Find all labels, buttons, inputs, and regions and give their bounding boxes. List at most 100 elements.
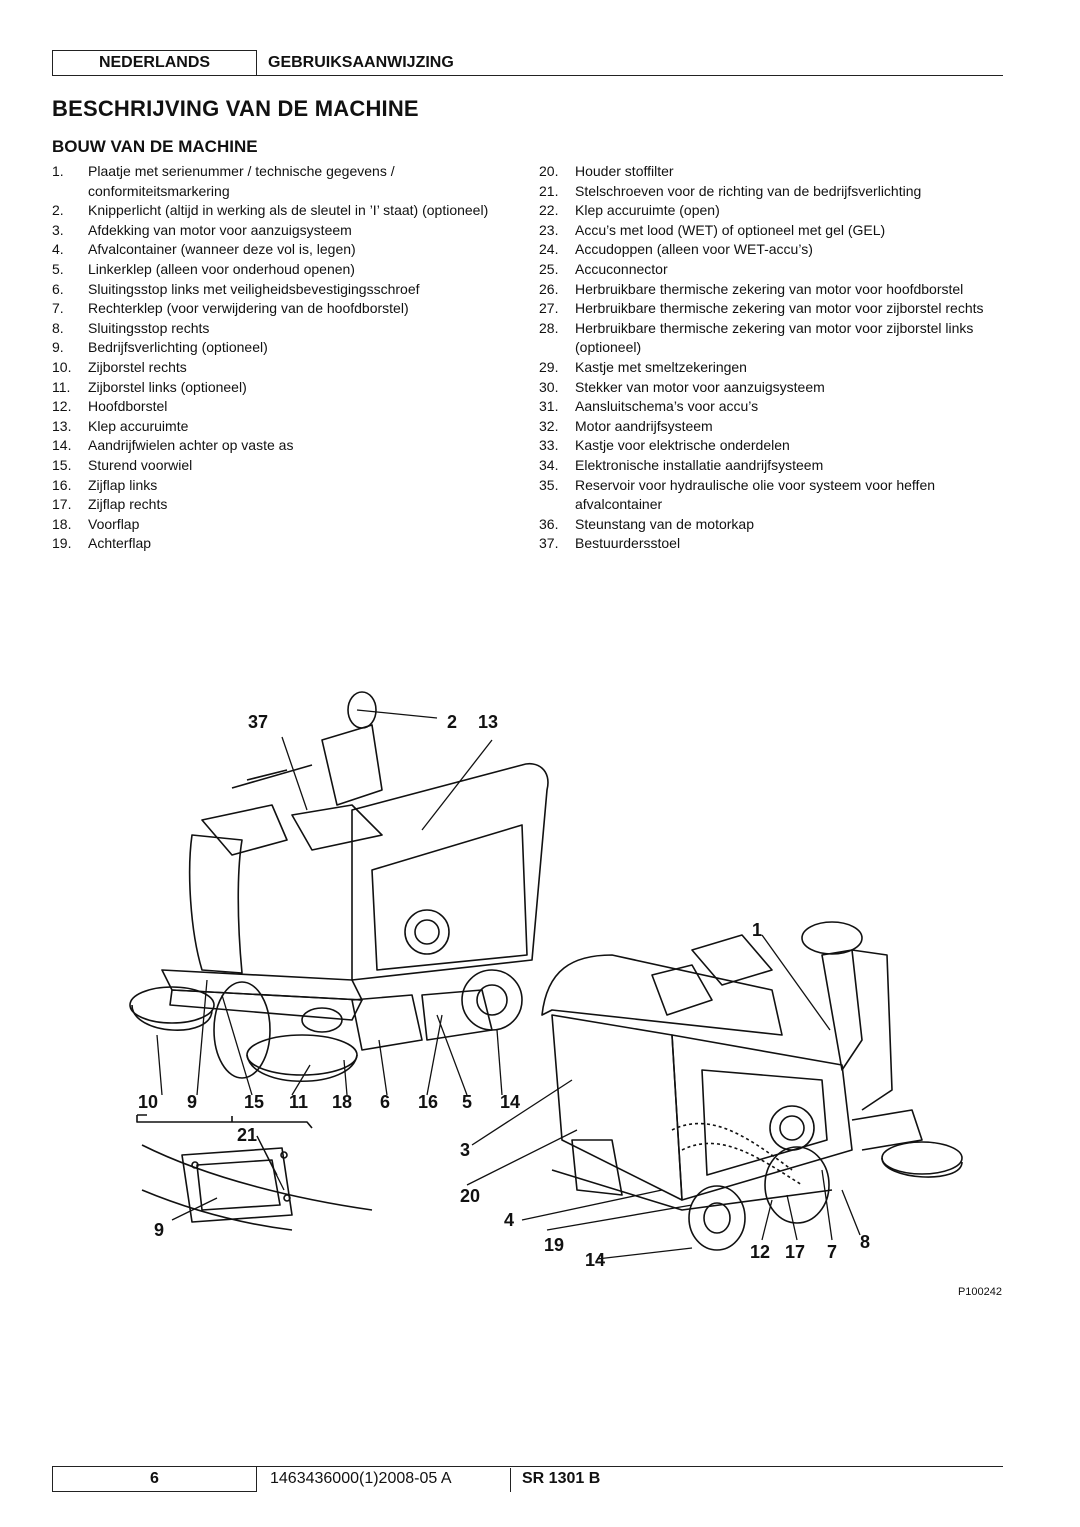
parts-list-item: 32.Motor aandrijfsysteem: [539, 417, 1009, 437]
callout-label: 7: [827, 1242, 837, 1262]
item-text: Zijflap links: [88, 476, 158, 493]
document-code: 1463436000(1)2008-05 A: [270, 1470, 452, 1487]
item-text: Reservoir voor hydraulische olie voor sy…: [575, 476, 936, 513]
item-number: 10.: [52, 358, 72, 375]
language-label: NEDERLANDS: [52, 50, 257, 76]
figure-reference: P100242: [957, 1286, 1002, 1298]
item-number: 14.: [52, 437, 72, 454]
callout-label: 8: [860, 1232, 870, 1252]
parts-list-item: 17. Zijflap rechts: [52, 495, 492, 515]
model-name: SR 1301 B: [522, 1470, 601, 1487]
callout-label: 10: [138, 1092, 158, 1112]
parts-list-item: 4.Afvalcontainer (wanneer deze vol is, l…: [52, 240, 492, 260]
item-text: Hoofdborstel: [88, 398, 168, 415]
parts-list-item: 9.Bedrijfsverlichting (optioneel): [52, 338, 492, 358]
item-number: 6.: [52, 280, 64, 297]
item-text: Accudoppen (alleen voor WET-accu’s): [575, 241, 813, 258]
item-number: 37.: [539, 535, 559, 552]
item-text: Bestuurdersstoel: [575, 535, 681, 552]
item-text: Sluitingsstop rechts: [88, 319, 210, 336]
machine-drawing: 37 2 13 10 9 15 11 18 6 16 5 14 21 9 1 3…: [129, 691, 963, 1270]
callout-label: 19: [544, 1235, 564, 1255]
footer-separator: [510, 1468, 511, 1492]
parts-list-item: 2.Knipperlicht (altijd in werking als de…: [52, 201, 492, 221]
callout-label: 12: [750, 1242, 770, 1262]
item-number: 13.: [52, 417, 72, 434]
callout-label: 1: [752, 920, 762, 940]
callout-label: 9: [154, 1220, 164, 1240]
item-number: 21.: [539, 182, 559, 199]
item-number: 2.: [52, 202, 64, 219]
section-title: BOUW VAN DE MACHINE: [52, 137, 258, 156]
item-text: Zijflap rechts: [88, 496, 168, 513]
parts-list-item: 14. Aandrijfwielen achter op vaste as: [52, 436, 492, 456]
item-number: 30.: [539, 378, 559, 395]
callout-label: 4: [504, 1210, 514, 1230]
item-number: 35.: [539, 476, 559, 493]
parts-list-item: 15.Sturend voorwiel: [52, 456, 492, 476]
parts-list-item: 34. Elektronische installatie aandrijfsys…: [539, 456, 1009, 476]
parts-list-item: 26.Herbruikbare thermische zekering van …: [539, 280, 1009, 300]
item-number: 12.: [52, 398, 72, 415]
callout-label: 21: [237, 1125, 257, 1145]
machine-front-view: [129, 691, 549, 1083]
item-number: 31.: [539, 398, 559, 415]
item-number: 5.: [52, 260, 64, 277]
item-number: 36.: [539, 515, 559, 532]
parts-list-item: 3.Afdekking van motor voor aanzuigsystee…: [52, 221, 492, 241]
item-number: 3.: [52, 221, 64, 238]
callout-label: 6: [380, 1092, 390, 1112]
callout-label: 2: [447, 712, 457, 732]
parts-list-item: 16. Zijflap links: [52, 476, 492, 496]
parts-list-item: 33. Kastje voor elektrische onderdelen: [539, 436, 1009, 456]
item-number: 16.: [52, 476, 72, 493]
item-text: Sluitingsstop links met veiligheidsbeves…: [88, 280, 420, 297]
item-number: 11.: [52, 378, 71, 395]
item-number: 18.: [52, 515, 72, 532]
item-text: Accuconnector: [575, 260, 668, 277]
item-number: 28.: [539, 319, 559, 336]
item-text: Kastje voor elektrische onderdelen: [575, 437, 790, 454]
parts-list-item: 20. Houder stoffilter: [539, 162, 1009, 182]
parts-list-item: 1.Plaatje met serienummer / technische g…: [52, 162, 492, 201]
header-rule: [257, 75, 1003, 76]
item-text: Houder stoffilter: [575, 163, 674, 179]
parts-list-item: 18. Voorflap: [52, 515, 492, 535]
parts-list-item: 5. Linkerklep (alleen voor onderhoud open…: [52, 260, 492, 280]
item-number: 17.: [52, 496, 72, 513]
page-title: BESCHRIJVING VAN DE MACHINE: [52, 96, 419, 121]
callout-label: 3: [460, 1140, 470, 1160]
item-number: 23.: [539, 221, 559, 238]
item-text: Aandrijfwielen achter op vaste as: [88, 437, 294, 454]
item-text: Voorflap: [88, 515, 140, 532]
item-number: 33.: [539, 437, 559, 454]
item-text: Sturend voorwiel: [88, 456, 193, 473]
item-number: 29.: [539, 358, 559, 375]
callout-label: 15: [244, 1092, 264, 1112]
item-text: Linkerklep (alleen voor onderhoud openen…: [88, 260, 355, 277]
callout-label: 5: [462, 1092, 472, 1112]
parts-list-item: 35. Reservoir voor hydraulische olie voor…: [539, 476, 1009, 515]
item-text: Klep accuruimte (open): [575, 202, 720, 219]
callout-label: 37: [248, 712, 268, 732]
page-number: 6: [52, 1466, 257, 1492]
item-text: Elektronische installatie aandrijfsystee…: [575, 456, 824, 473]
item-number: 34.: [539, 456, 559, 473]
callout-label: 17: [785, 1242, 805, 1262]
item-text: Steunstang van de motorkap: [575, 515, 755, 532]
item-number: 19.: [52, 535, 72, 552]
parts-list-item: 6. Sluitingsstop links met veiligheidsbev…: [52, 280, 492, 300]
page-footer: 6 1463436000(1)2008-05 A SR 1301 B: [52, 1466, 1003, 1492]
item-number: 20.: [539, 163, 559, 179]
work-light-detail: [136, 1114, 373, 1231]
item-text: Herbruikbare thermische zekering van mot…: [575, 300, 984, 317]
item-text: Aansluitschema’s voor accu’s: [575, 398, 759, 415]
callout-label: 14: [585, 1250, 605, 1270]
parts-list-item: 7.Rechterklep (voor verwijdering van de …: [52, 299, 492, 319]
machine-rear-view: [541, 921, 963, 1251]
item-text: Stekker van motor voor aanzuigsysteem: [575, 378, 825, 395]
parts-list-item: 13.Klep accuruimte: [52, 417, 492, 437]
callout-label: 13: [478, 712, 498, 732]
parts-list-item: 19.Achterflap: [52, 534, 492, 554]
parts-list-item: 12. Hoofdborstel: [52, 397, 492, 417]
